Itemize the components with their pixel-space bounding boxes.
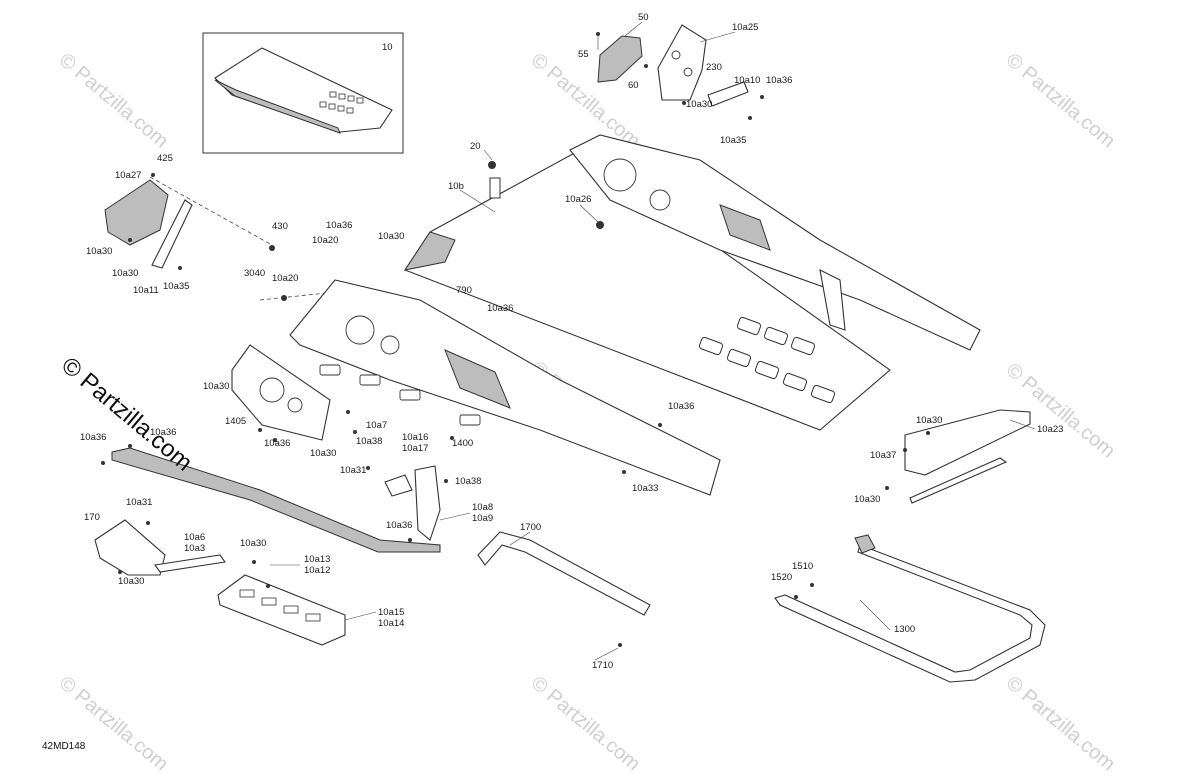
watermark: © Partzilla.com [527,672,644,775]
callout-label: 10a27 [115,170,141,181]
callout-label: 10a26 [565,194,591,205]
callout-label: 10a6 [184,532,205,543]
callout-label: 10b [448,181,464,192]
callout-label: 1400 [452,438,473,449]
callout-label: 10a17 [402,443,428,454]
callout-label: 10a36 [264,438,290,449]
callout-label: 10a25 [732,22,758,33]
callout-label: 1700 [520,522,541,533]
watermark: © Partzilla.com [55,672,172,775]
callout-label: 10a20 [312,235,338,246]
watermark: © Partzilla.com [1002,359,1119,462]
callout-label: 60 [628,80,639,91]
callout-label: 10a30 [112,268,138,279]
callout-label: 10a10 [734,75,760,86]
callout-label: 10a16 [402,432,428,443]
callout-label: 10 [382,42,393,53]
callout-label: 55 [578,49,589,60]
rear-bar [885,409,1031,504]
callout-label: 10a37 [870,450,896,461]
mid-brackets [366,423,662,542]
callout-label: 10a23 [1037,424,1063,435]
callout-label: 10a30 [203,381,229,392]
callout-label: 10a30 [86,246,112,257]
callout-label: 1510 [792,561,813,572]
callout-label: 425 [157,153,173,164]
watermark: © Partzilla.com [1002,49,1119,152]
tunnel-panel [403,149,891,431]
callout-label: 10a20 [272,273,298,284]
callout-label: 10a36 [487,303,513,314]
watermark: © Partzilla.com [1002,672,1119,775]
callout-label: 10a38 [356,436,382,447]
callout-label: 10a11 [133,285,159,296]
callout-label: 10a30 [118,576,144,587]
lower-grate [217,560,346,646]
callout-label: 10a30 [378,231,404,242]
callout-label: 10a13 [304,554,330,565]
callout-label: 10a30 [686,99,712,110]
leader-lines [270,21,1036,661]
callout-label: 10a31 [126,497,152,508]
callout-label: 3040 [244,268,265,279]
callout-label: 10a36 [668,401,694,412]
callout-label: 790 [456,285,472,296]
callout-label: 10a36 [326,220,352,231]
callout-label: 10a36 [766,75,792,86]
lower-left-bracket [94,519,226,576]
right-side-rail [569,134,981,351]
callout-label: 10a7 [366,420,387,431]
callout-label: 1710 [592,660,613,671]
side-rail-1700 [477,531,651,647]
callout-label: 10a8 [472,502,493,513]
callout-label: 10a30 [916,415,942,426]
callout-label: 50 [638,12,649,23]
callout-label: 10a15 [378,607,404,618]
callout-label: 10a36 [80,432,106,443]
callout-label: 10a35 [720,135,746,146]
callout-label: 1300 [894,624,915,635]
left-rear-bracket [104,173,356,301]
left-side-rail [289,279,721,496]
bracket-assembly-top [596,24,764,120]
callout-label: 1405 [225,416,246,427]
callout-label: 10a36 [150,427,176,438]
callout-label: 1520 [771,572,792,583]
callout-label: 10a30 [854,494,880,505]
callout-label: 10a14 [378,618,404,629]
left-lower-plate [231,344,357,442]
inset-box [202,32,404,154]
callout-label: 10a12 [304,565,330,576]
callout-label: 10a36 [386,520,412,531]
watermark: © Partzilla.com [55,49,172,152]
callout-label: 10a38 [455,476,481,487]
callout-label: 170 [84,512,100,523]
callout-label: 10a31 [340,465,366,476]
callout-label: 10a3 [184,543,205,554]
callout-label: 10a30 [310,448,336,459]
trim-strip [101,444,441,553]
callout-label: 20 [470,141,481,152]
diagram-code: 42MD148 [42,741,86,752]
callout-label: 10a35 [163,281,189,292]
callout-label: 10a33 [632,483,658,494]
callout-label: 430 [272,221,288,232]
callout-labels: 10 50 55 60 10a25 230 10a10 10a36 10a30 … [80,12,1063,671]
callout-label: 10a30 [240,538,266,549]
callout-label: 10a9 [472,513,493,524]
callout-label: 230 [706,62,722,73]
bumper-1300 [774,534,1046,683]
